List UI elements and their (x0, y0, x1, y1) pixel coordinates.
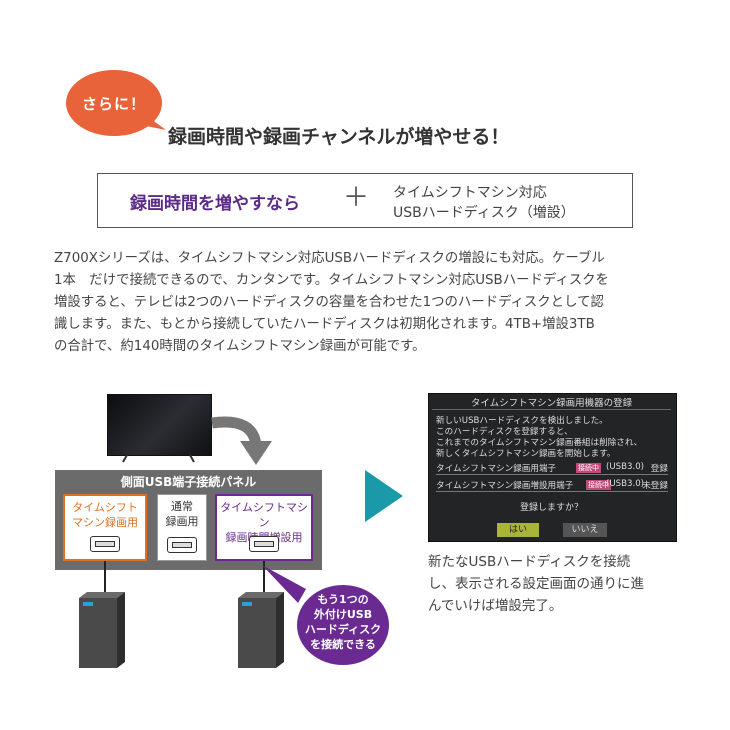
box-right-line2: USBハードディスク（増設） (393, 205, 575, 221)
status-badge: 接続中 (576, 463, 601, 473)
paragraph-line: の合計で、約140時間のタイムシフトマシン録画が可能です。 (54, 339, 426, 354)
hdd-icon (238, 592, 284, 668)
caption-line: んでいけば増設完了。 (428, 598, 563, 614)
cable-line (104, 561, 106, 597)
port-label-line1: 通常 (171, 500, 193, 513)
row-status: 未登録 (642, 481, 668, 491)
box-left-label: 録画時間を増やすなら (130, 194, 300, 214)
tv-screen-dialog (428, 393, 677, 542)
caption-line: し、表示される設定画面の通りに進 (428, 576, 644, 592)
box-right-line1: タイムシフトマシン対応 (393, 185, 547, 201)
row-port: (USB3.0) (606, 479, 645, 489)
dialog-message-line: 新しくタイムシフトマシン録画を開始します。 (436, 449, 616, 459)
dialog-title: タイムシフトマシン録画用機器の登録 (470, 398, 633, 409)
dialog-message-line: このハードディスクを登録すると、 (436, 427, 573, 437)
row-divider (436, 474, 668, 475)
port-expansion: タイムシフトマシン 録画時間増設用 (215, 494, 313, 561)
description-paragraph: Z700Xシリーズは、タイムシフトマシン対応USBハードディスクの増設にも対応。… (54, 248, 679, 358)
status-badge: 接続中 (586, 480, 611, 490)
purple-callout-text: もう1つの 外付けUSB ハードディスク を接続できる (297, 592, 389, 652)
row-name: タイムシフトマシン録画用端子 (436, 464, 557, 474)
purple-callout (297, 585, 389, 665)
divider (432, 409, 671, 410)
callout-line: を接続できる (310, 638, 376, 651)
yes-button[interactable]: はい (497, 523, 539, 537)
plus-icon: ＋ (343, 183, 370, 213)
usb-port-icon (90, 536, 120, 552)
dialog-message-line: これまでのタイムシフトマシン録画番組は削除され、 (436, 438, 643, 448)
paragraph-line: Z700Xシリーズは、タイムシフトマシン対応USBハードディスクの増設にも対応。… (54, 251, 605, 266)
port-label-line1: タイムシフト (72, 501, 138, 514)
port-normal: 通常 録画用 (157, 494, 207, 561)
port-status-row: タイムシフトマシン録画増設用端子 接続中 (USB3.0) 未登録 (436, 479, 668, 491)
hdd-icon (79, 592, 125, 668)
callout-line: ハードディスク (304, 623, 382, 636)
usb-port-icon (167, 537, 197, 553)
bubble-text: さらに！ (81, 94, 146, 113)
tv-stand-icon (122, 455, 195, 463)
dialog-message-line: 新しいUSBハードディスクを検出しました。 (436, 416, 608, 426)
row-status: 登録 (650, 464, 668, 474)
paragraph-line: 識します。また、もとから接続していたハードディスクは初期化されます。4TB+増設… (54, 317, 595, 332)
row-port: (USB3.0) (606, 462, 645, 472)
paragraph-line: 1本 だけで接続できるので、カンタンです。タイムシフトマシン対応USBハードディ… (54, 273, 609, 288)
row-divider (436, 491, 668, 492)
port-timeshift: タイムシフト マシン録画用 (63, 494, 147, 561)
panel-title: 側面USB端子接続パネル (120, 475, 257, 489)
usb-port-icon (249, 536, 279, 552)
caption-line: 新たなUSBハードディスクを接続 (428, 554, 631, 570)
speech-bubble-tail (136, 108, 166, 130)
headline: 録画時間や録画チャンネルが増やせる！ (168, 126, 510, 148)
no-button[interactable]: いいえ (563, 523, 607, 537)
callout-line: 外付けUSB (313, 608, 373, 621)
purple-bubble-tail (262, 565, 306, 603)
callout-line: もう1つの (317, 593, 369, 606)
port-label-line2: 録画用 (165, 515, 199, 528)
tv-icon (107, 394, 212, 456)
row-name: タイムシフトマシン録画増設用端子 (436, 481, 574, 491)
paragraph-line: 増設すると、テレビは2つのハードディスクの容量を合わせた1つのハードディスクとし… (54, 295, 604, 310)
curved-arrow-icon (211, 416, 272, 465)
port-label-line1: タイムシフトマシン (220, 501, 308, 529)
dialog-question: 登録しますか？ (519, 503, 583, 513)
play-arrow-icon (365, 470, 403, 522)
cable-line (263, 561, 265, 597)
port-label-line2: マシン録画用 (72, 516, 138, 529)
info-box (97, 173, 633, 228)
port-status-row: タイムシフトマシン録画用端子 接続中 (USB3.0) 登録 (436, 462, 668, 474)
screen-caption: 新たなUSBハードディスクを接続 し、表示される設定画面の通りに進 んでいけば増… (428, 551, 678, 617)
